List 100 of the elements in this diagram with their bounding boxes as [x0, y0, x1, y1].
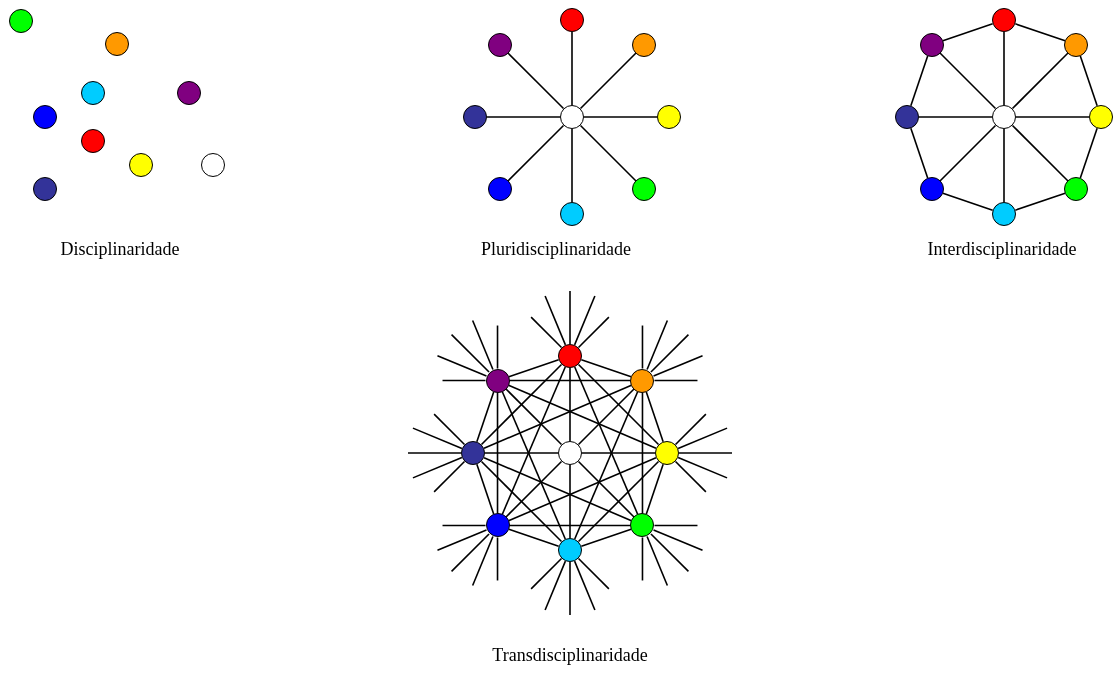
connector-line [579, 52, 637, 110]
connector-line [508, 359, 560, 378]
circle-node [895, 105, 919, 129]
radiating-line [412, 427, 463, 450]
circle-node [201, 153, 225, 177]
radiating-line [544, 560, 567, 611]
radiating-line [653, 379, 699, 382]
radiating-line [650, 333, 690, 373]
connector-line [507, 124, 565, 182]
circle-node [655, 441, 679, 465]
radiating-line [441, 379, 487, 382]
circle-node [485, 368, 510, 393]
connector-line [645, 463, 664, 515]
connector-line [480, 460, 563, 543]
connector-line [1011, 124, 1069, 182]
connector-line [476, 463, 495, 515]
connector-line [505, 460, 563, 518]
connector-line [580, 359, 632, 378]
circle-node [9, 9, 33, 33]
connector-line [918, 116, 993, 118]
circle-node [129, 153, 153, 177]
panel-title: Interdisciplinaridade [927, 238, 1077, 260]
radiating-line [677, 427, 728, 450]
radiating-line [650, 533, 690, 573]
circle-node [487, 32, 512, 57]
connector-line [1014, 192, 1066, 211]
connector-line [1014, 23, 1066, 42]
connector-line [1079, 55, 1098, 107]
radiating-line [450, 533, 490, 573]
radiating-line [569, 561, 571, 616]
connector-line [1003, 128, 1005, 203]
circle-node [81, 81, 105, 105]
connector-line [579, 124, 637, 182]
connector-line [507, 456, 657, 522]
connector-line [577, 363, 660, 446]
connector-line [501, 390, 567, 540]
radiating-line [573, 560, 596, 611]
connector-line [939, 124, 997, 182]
radiating-line [652, 354, 704, 377]
circle-node [560, 8, 584, 32]
connector-line [1011, 52, 1069, 110]
connector-line [571, 128, 573, 203]
radiating-line [652, 529, 704, 552]
connector-line [910, 127, 929, 179]
connector-line [484, 452, 559, 454]
connector-line [486, 116, 561, 118]
connector-line [580, 528, 632, 547]
connector-line [480, 363, 563, 446]
circle-node [630, 513, 655, 538]
circle-node [632, 177, 657, 202]
radiating-line [569, 290, 571, 345]
connector-line [573, 390, 639, 540]
circle-node [919, 177, 944, 202]
radiating-line [530, 557, 563, 590]
connector-line [569, 464, 571, 539]
connector-line [942, 192, 994, 211]
circle-node [657, 105, 681, 129]
radiating-line [436, 354, 488, 377]
radiating-line [530, 316, 563, 349]
radiating-line [433, 460, 466, 493]
radiating-line [496, 324, 499, 370]
radiating-line [646, 535, 669, 587]
circle-node [461, 441, 485, 465]
connector-line [496, 391, 499, 515]
circle-node [487, 177, 512, 202]
connector-line [577, 460, 660, 543]
radiating-line [433, 413, 466, 446]
connector-line [1003, 31, 1005, 106]
circle-node [33, 177, 57, 201]
connector-line [501, 366, 567, 516]
connector-line [483, 384, 633, 450]
connector-line [1079, 127, 1098, 179]
radiating-line [436, 529, 488, 552]
radiating-line [674, 460, 707, 493]
connector-line [577, 460, 635, 518]
radiating-line [641, 324, 644, 370]
circle-node [558, 538, 582, 562]
radiating-line [577, 557, 610, 590]
panel-title: Transdisciplinaridade [492, 644, 648, 666]
connector-line [508, 524, 632, 527]
connector-line [571, 31, 573, 106]
circle-node [630, 368, 655, 393]
connector-line [577, 388, 635, 446]
connector-line [507, 52, 565, 110]
connector-line [645, 391, 664, 443]
circle-node [463, 105, 487, 129]
circle-node [992, 8, 1016, 32]
circle-node [632, 32, 657, 57]
radiating-line [441, 524, 487, 527]
radiating-line [471, 535, 494, 587]
connector-line [939, 52, 997, 110]
connector-line [1015, 116, 1090, 118]
radiating-line [496, 536, 499, 582]
connector-line [583, 116, 658, 118]
circle-node [177, 81, 201, 105]
panel-title: Disciplinaridade [60, 238, 180, 260]
circle-node [558, 441, 582, 465]
radiating-line [653, 524, 699, 527]
circle-node [1064, 32, 1089, 57]
connector-line [476, 391, 495, 443]
